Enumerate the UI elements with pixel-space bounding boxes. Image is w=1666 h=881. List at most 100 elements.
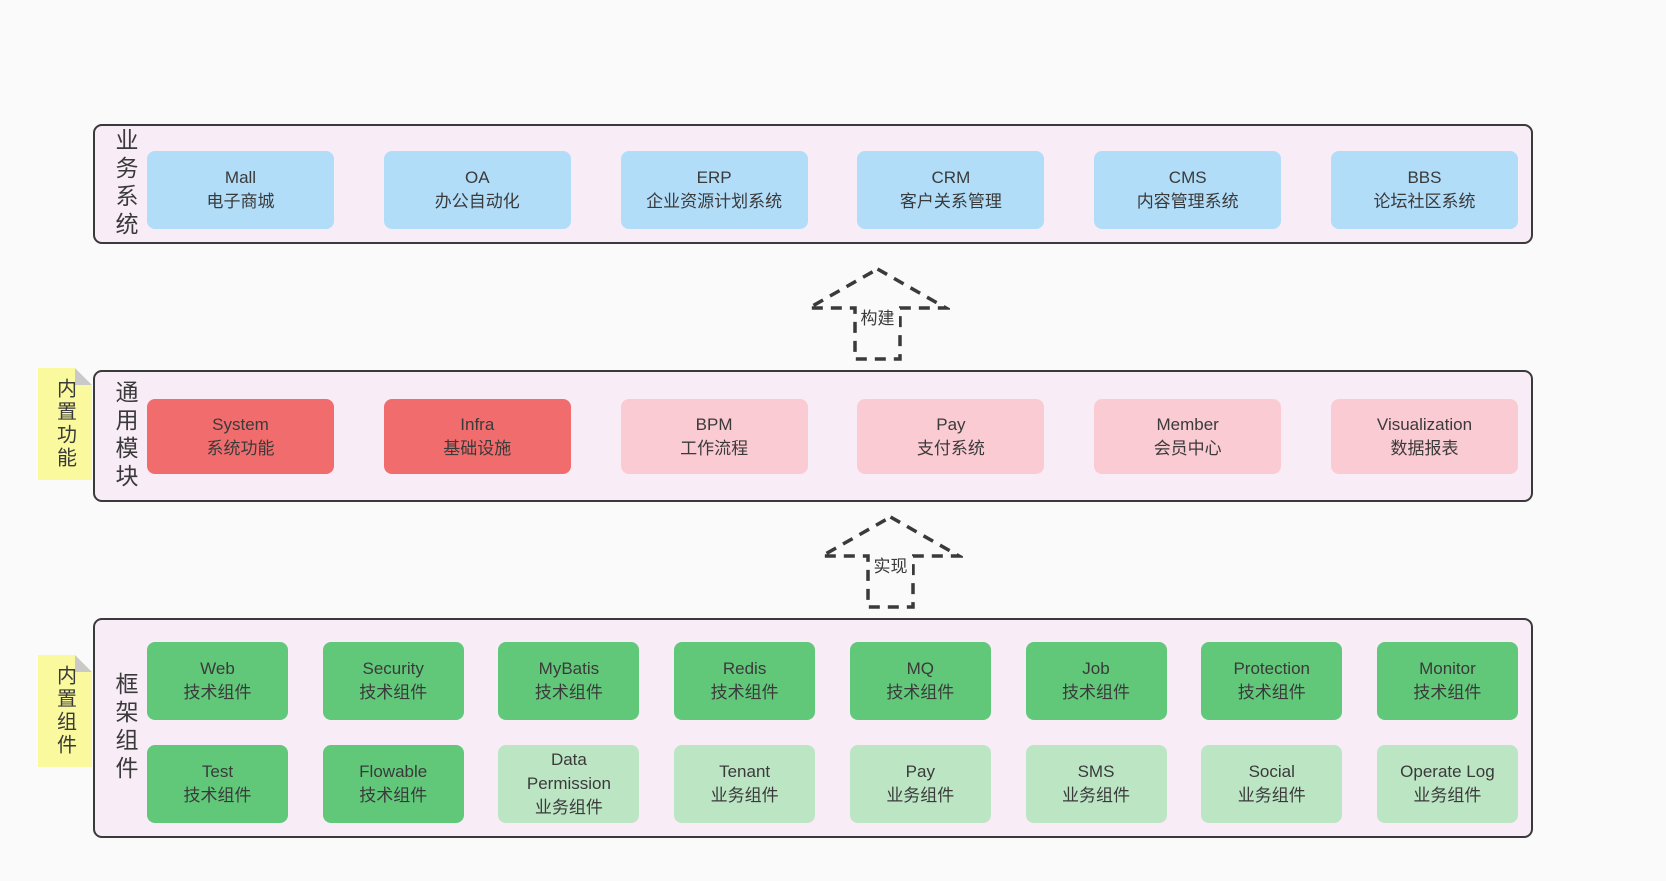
box-title: Mall <box>224 168 257 188</box>
box-title: CRM <box>931 168 971 188</box>
box-web: Web 技术组件 <box>147 642 288 720</box>
box-subtitle: 业务组件 <box>1237 786 1306 805</box>
box-title: Data Permission <box>526 750 611 794</box>
box-sms: SMS 业务组件 <box>1025 745 1167 823</box>
box-title: Operate Log <box>1400 762 1495 782</box>
framework-components-row-2: Test 技术组件 Flowable 技术组件 Data Permission … <box>147 745 1518 823</box>
box-title: System <box>212 414 269 434</box>
layer-label-business-systems: 业务系统 <box>112 128 138 240</box>
box-subtitle: 业务组件 <box>1062 786 1131 805</box>
box-pay-module: Pay 支付系统 <box>857 399 1045 474</box>
box-title: Test <box>201 762 234 782</box>
arrow-implement: 实现 <box>818 514 963 610</box>
box-subtitle: 技术组件 <box>710 683 779 702</box>
box-title: SMS <box>1077 762 1115 782</box>
box-title: MQ <box>906 659 934 679</box>
arrow-build-label: 构建 <box>856 302 899 331</box>
box-title: BPM <box>695 414 733 434</box>
box-subtitle: 数据报表 <box>1390 438 1459 458</box>
up-block-arrow-icon <box>818 514 963 609</box>
box-title: Member <box>1156 414 1219 434</box>
box-subtitle: 技术组件 <box>359 786 428 805</box>
box-data-permission: Data Permission 业务组件 <box>498 745 640 823</box>
up-block-arrow-icon <box>805 266 950 361</box>
box-member: Member 会员中心 <box>1094 399 1282 474</box>
box-subtitle: 技术组件 <box>1413 683 1482 702</box>
box-subtitle: 基础设施 <box>443 438 512 458</box>
box-mybatis: MyBatis 技术组件 <box>498 642 640 720</box>
box-social: Social 业务组件 <box>1201 745 1343 823</box>
note-built-in-components: 内置组件 <box>38 655 92 767</box>
arrow-implement-label: 实现 <box>869 550 912 579</box>
box-title: Infra <box>460 414 495 434</box>
box-subtitle: 企业资源计划系统 <box>646 192 783 211</box>
box-system: System 系统功能 <box>147 399 334 474</box>
box-subtitle: 业务组件 <box>886 786 955 805</box>
box-cms: CMS 内容管理系统 <box>1094 151 1282 229</box>
box-job: Job 技术组件 <box>1025 642 1167 720</box>
box-subtitle: 技术组件 <box>359 683 428 702</box>
box-mall: Mall 电子商城 <box>147 151 334 229</box>
common-modules-row: System 系统功能 Infra 基础设施 BPM 工作流程 Pay 支付系统… <box>147 399 1518 474</box>
box-monitor: Monitor 技术组件 <box>1376 642 1518 720</box>
box-title: Tenant <box>719 762 771 782</box>
box-title: Redis <box>722 659 767 679</box>
box-title: Monitor <box>1419 659 1476 679</box>
box-tenant: Tenant 业务组件 <box>674 745 816 823</box>
box-subtitle: 技术组件 <box>1062 683 1131 702</box>
box-security: Security 技术组件 <box>322 642 464 720</box>
box-title: Social <box>1248 762 1295 782</box>
box-subtitle: 技术组件 <box>183 683 252 702</box>
box-title: ERP <box>696 168 732 188</box>
box-subtitle: 技术组件 <box>534 683 603 702</box>
box-operate-log: Operate Log 业务组件 <box>1376 745 1518 823</box>
arrow-build: 构建 <box>805 266 950 362</box>
note-built-in-features: 内置功能 <box>38 368 92 480</box>
box-title: Protection <box>1233 659 1310 679</box>
box-title: Pay <box>905 762 935 782</box>
box-pay-component: Pay 业务组件 <box>849 745 991 823</box>
box-subtitle: 论坛社区系统 <box>1373 192 1476 211</box>
box-title: MyBatis <box>538 659 600 679</box>
box-title: Web <box>200 659 235 679</box>
business-systems-row: Mall 电子商城 OA 办公自动化 ERP 企业资源计划系统 CRM 客户关系… <box>147 151 1518 229</box>
box-subtitle: 内容管理系统 <box>1136 192 1239 211</box>
layer-label-framework-components: 框架组件 <box>112 672 138 784</box>
box-bpm: BPM 工作流程 <box>620 399 808 474</box>
note-built-in-components-label: 内置组件 <box>53 665 76 757</box>
box-subtitle: 系统功能 <box>206 438 275 458</box>
box-crm: CRM 客户关系管理 <box>857 151 1045 229</box>
box-oa: OA 办公自动化 <box>383 151 571 229</box>
box-subtitle: 工作流程 <box>680 438 749 458</box>
box-subtitle: 技术组件 <box>886 683 955 702</box>
box-title: Visualization <box>1376 414 1473 434</box>
box-subtitle: 业务组件 <box>1413 786 1482 805</box>
box-subtitle: 办公自动化 <box>434 192 520 211</box>
layer-business-systems: 业务系统 Mall 电子商城 OA 办公自动化 ERP 企业资源计划系统 CRM… <box>93 124 1533 244</box>
framework-components-row-1: Web 技术组件 Security 技术组件 MyBatis 技术组件 Redi… <box>147 642 1518 720</box>
layer-label-common-modules: 通用模块 <box>112 380 138 492</box>
box-title: CMS <box>1168 168 1207 188</box>
box-infra: Infra 基础设施 <box>383 399 571 474</box>
box-mq: MQ 技术组件 <box>849 642 991 720</box>
box-subtitle: 技术组件 <box>183 786 252 805</box>
box-redis: Redis 技术组件 <box>674 642 816 720</box>
box-title: Security <box>362 659 424 679</box>
box-subtitle: 支付系统 <box>916 438 985 458</box>
box-subtitle: 业务组件 <box>534 797 603 817</box>
box-flowable: Flowable 技术组件 <box>322 745 464 823</box>
box-title: OA <box>465 168 490 188</box>
layer-common-modules: 通用模块 System 系统功能 Infra 基础设施 BPM 工作流程 Pay… <box>93 370 1533 502</box>
box-title: Job <box>1082 659 1110 679</box>
box-subtitle: 业务组件 <box>710 786 779 805</box>
box-subtitle: 客户关系管理 <box>899 192 1002 211</box>
layer-framework-components: 框架组件 Web 技术组件 Security 技术组件 MyBatis 技术组件… <box>93 618 1533 838</box>
box-erp: ERP 企业资源计划系统 <box>620 151 808 229</box>
box-test: Test 技术组件 <box>147 745 288 823</box>
box-subtitle: 会员中心 <box>1153 438 1222 458</box>
note-built-in-features-label: 内置功能 <box>53 378 76 470</box>
box-title: Pay <box>936 414 966 434</box>
box-subtitle: 电子商城 <box>206 192 275 211</box>
box-protection: Protection 技术组件 <box>1201 642 1343 720</box>
box-title: Flowable <box>359 762 428 782</box>
